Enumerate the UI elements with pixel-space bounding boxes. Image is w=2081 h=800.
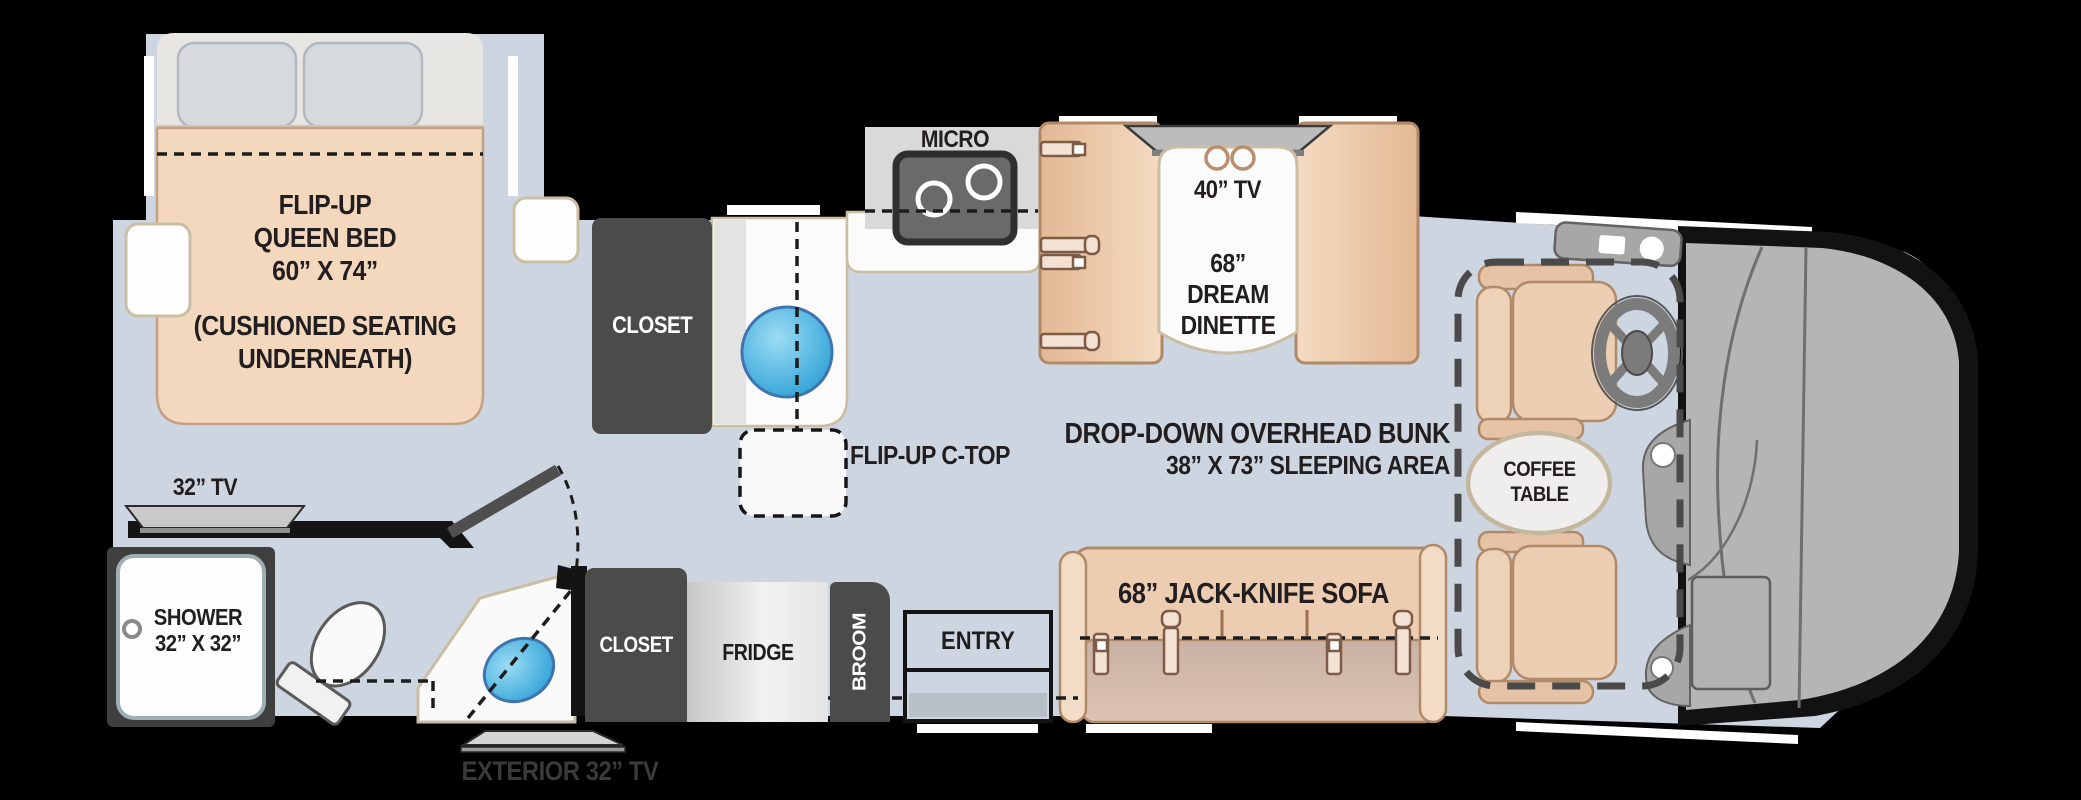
- tv-32: [123, 505, 307, 529]
- entry-side-window-right: [1086, 724, 1212, 733]
- bunk-label: DROP-DOWN OVERHEAD BUNK 38” X 73” SLEEPI…: [1064, 418, 1451, 481]
- entry-label: ENTRY: [941, 626, 1015, 655]
- exterior-tv: [459, 730, 626, 753]
- queen-bed-label: FLIP-UP QUEEN BED 60” X 74” (CUSHIONED S…: [193, 189, 457, 374]
- hood-line: [1687, 439, 1759, 582]
- closet-label: CLOSET: [599, 632, 673, 657]
- windshield-line: [1797, 247, 1808, 709]
- bath-sink: [482, 636, 556, 704]
- dinette-label: 68” DREAM DINETTE: [1180, 248, 1276, 340]
- sofa-seat-belts: [1092, 609, 1414, 676]
- door-swing-arc: [556, 465, 580, 573]
- closet-label: CLOSET: [611, 312, 693, 339]
- bath-vanity: [316, 570, 577, 724]
- windshield-bottom: [1516, 722, 1798, 744]
- bedroom-tv-wall: [123, 505, 474, 548]
- jack-knife-sofa: [1058, 543, 1448, 724]
- coffee-table: [1465, 430, 1613, 536]
- burner: [915, 180, 953, 218]
- sofa-label: 68” JACK-KNIFE SOFA: [1118, 578, 1389, 610]
- pillow-left: [176, 41, 298, 129]
- hall-closet: CLOSET: [585, 568, 687, 722]
- cup-holder: [1204, 145, 1230, 171]
- fridge: FRIDGE: [687, 582, 828, 722]
- fridge-label: FRIDGE: [721, 638, 794, 665]
- entry-step: [903, 668, 1053, 723]
- passenger-seat: [1475, 530, 1618, 705]
- sofa-seat: [1080, 638, 1438, 724]
- steering-wheel: [1591, 295, 1683, 411]
- entry-side-window-left: [917, 724, 1038, 733]
- shower: [107, 547, 275, 727]
- dinette-table: [1157, 145, 1299, 355]
- driver-seat: [1475, 263, 1618, 441]
- tv-32-base: [140, 528, 290, 533]
- round-sink: [740, 305, 834, 399]
- hall-window: [727, 205, 820, 215]
- shower-label: SHOWER 32” X 32”: [153, 604, 243, 657]
- cup-holder: [1650, 656, 1674, 680]
- dashboard: [1553, 221, 1691, 708]
- dinette-window-right: [1299, 116, 1397, 126]
- dinette-seat-belts: [1039, 140, 1101, 352]
- exterior-tv-compartment-lines: [316, 586, 575, 720]
- bath-closet-wall: [571, 566, 587, 716]
- exterior-tv-label: EXTERIOR 32” TV: [461, 756, 659, 786]
- tv-32-label: 32” TV: [172, 474, 238, 501]
- dinette-window-left: [1059, 116, 1157, 126]
- step-tread: [909, 693, 1047, 717]
- ctop-label: FLIP-UP C-TOP: [850, 440, 1010, 470]
- bedroom-window-right: [508, 56, 518, 196]
- overhead-bunk-outline: [1454, 258, 1684, 690]
- dinette-bench-right: [1294, 121, 1420, 365]
- broom-closet: BROOM: [830, 582, 890, 722]
- windows: [144, 56, 1812, 744]
- coffee-table-label: COFFEE TABLE: [1503, 458, 1576, 506]
- dream-dinette: [1038, 121, 1420, 365]
- burner: [965, 163, 1003, 201]
- micro-label: MICRO: [920, 126, 990, 153]
- sofa-armrest-right: [1418, 543, 1448, 724]
- cup-holder: [1650, 442, 1676, 468]
- broom-label: BROOM: [849, 613, 870, 691]
- dash-console-box: [1690, 575, 1772, 691]
- kitchen-counter: [845, 127, 1042, 274]
- wardrobe-closet: CLOSET: [592, 218, 712, 434]
- pillow-right: [302, 41, 424, 129]
- door-panel: [446, 464, 562, 539]
- flip-up-ctop: [738, 428, 848, 518]
- entry-door: ENTRY: [903, 610, 1053, 672]
- tv-40-label: 40” TV: [1193, 176, 1262, 204]
- stove: [892, 150, 1018, 246]
- cab-nose: [1678, 226, 1978, 726]
- toilet: [275, 601, 387, 726]
- queen-bed: [155, 33, 485, 426]
- bed-mattress: [155, 126, 485, 426]
- nightstand-left: [124, 222, 192, 318]
- nightstand-right: [512, 196, 580, 264]
- cup-holder: [1230, 145, 1256, 171]
- bedroom-window-left: [144, 56, 154, 196]
- shower-drain: [122, 619, 142, 639]
